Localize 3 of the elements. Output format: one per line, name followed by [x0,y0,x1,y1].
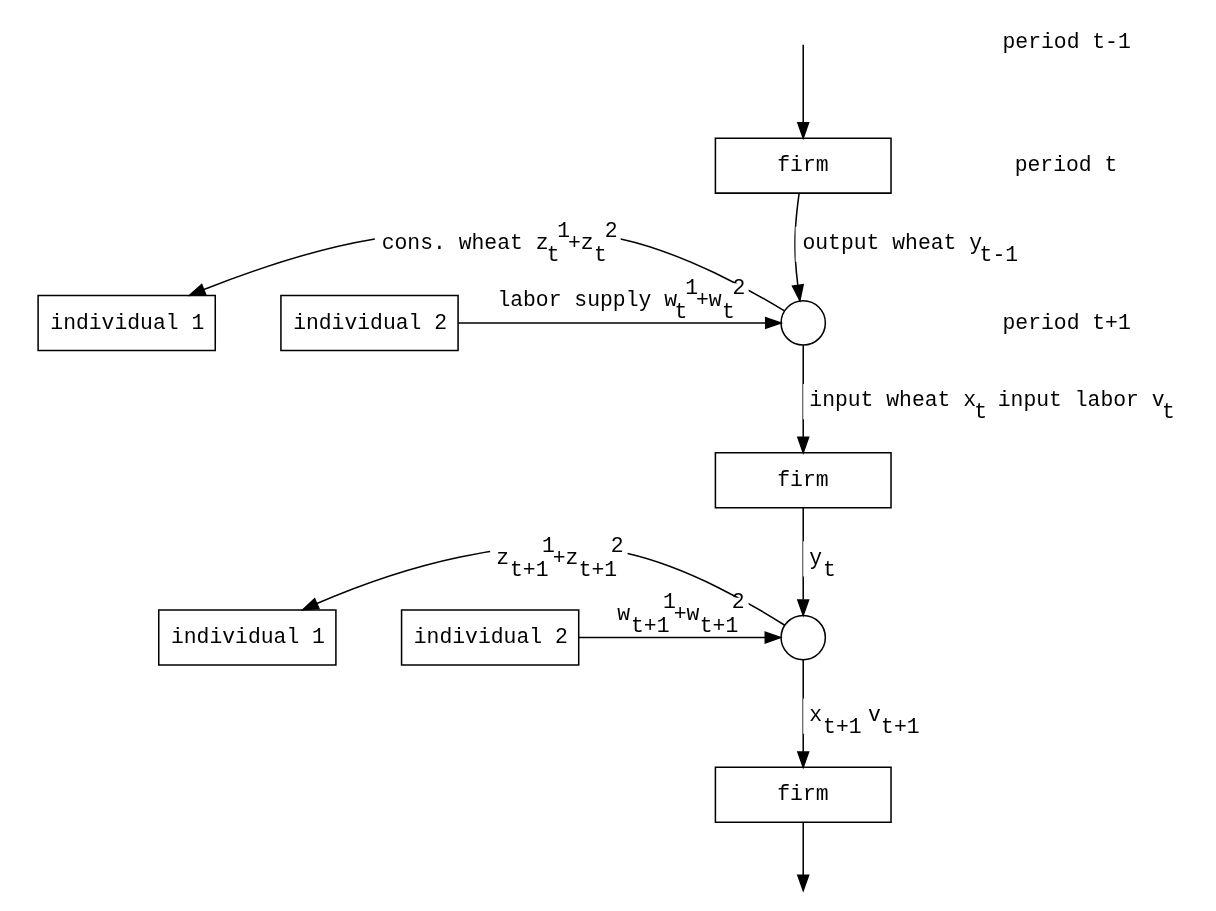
label: period t-1 [1002,29,1131,54]
label: period t [1014,153,1117,178]
label: period t+1 [1002,310,1131,335]
